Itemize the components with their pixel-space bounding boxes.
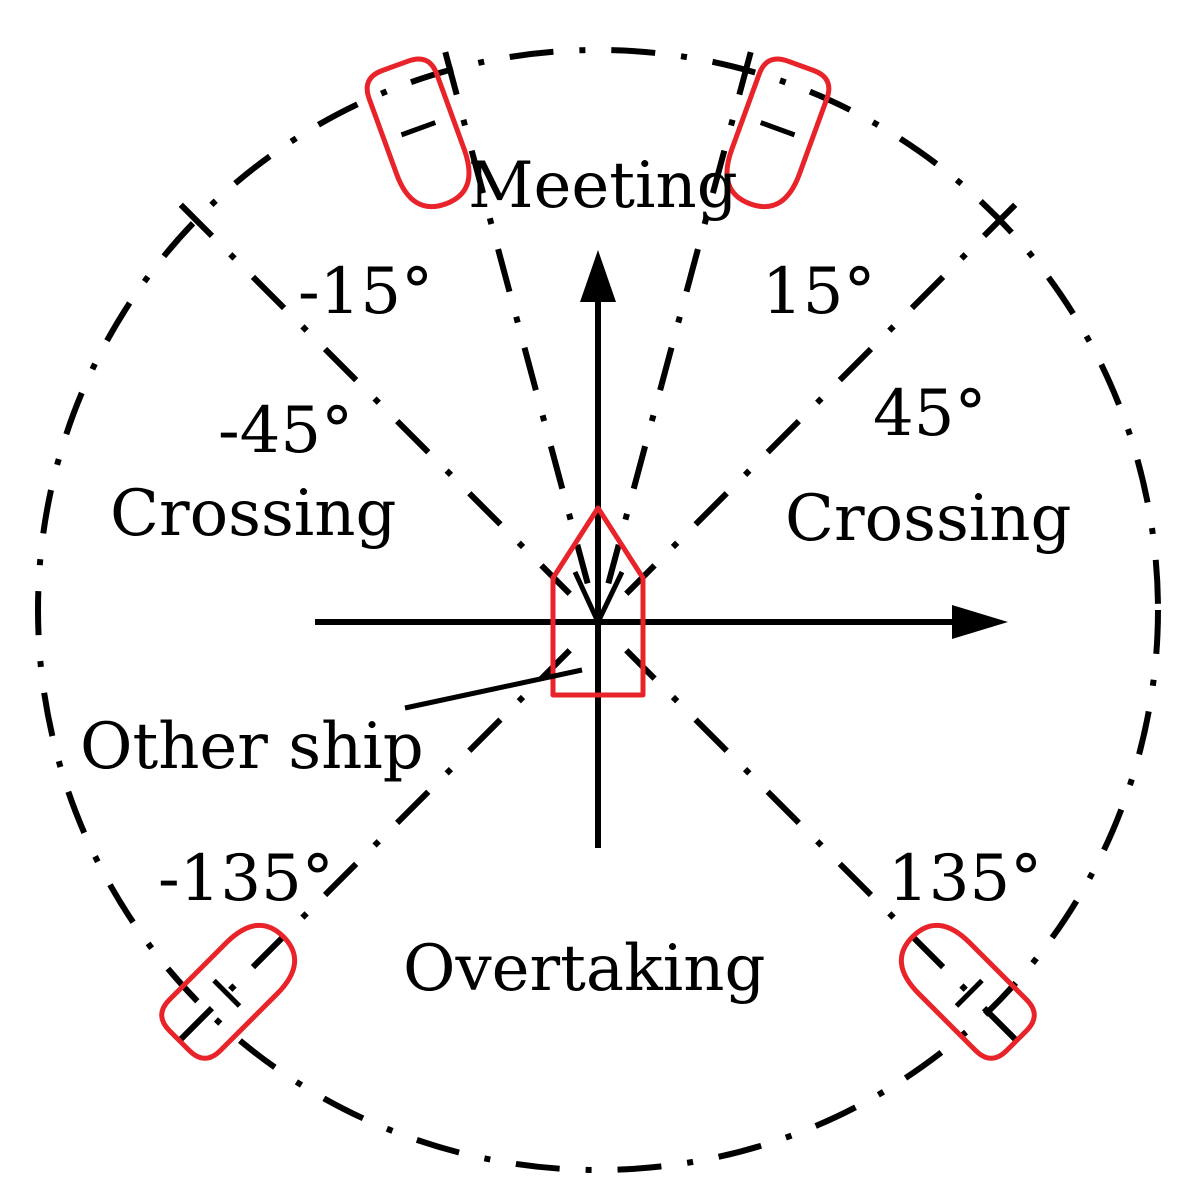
sector-boundary-lines [178,51,1018,1042]
target-ship-hull [898,922,1037,1061]
label-angle-15: 15° [762,255,875,329]
boundary-line-neg135 [178,648,572,1042]
target-ship-20 [724,56,832,210]
target-ship-hull [364,56,472,210]
label-other-ship: Other ship [80,710,424,784]
target-ship-hull [724,56,832,210]
own-ship-hull [550,505,646,698]
own-ship [550,505,646,698]
own-ship-heading-right [595,570,625,624]
boundary-line-neg45 [178,202,572,596]
target-ship-hull [159,922,298,1061]
target-ships [159,56,1037,1061]
boundary-line-15 [605,51,754,585]
boundary-line-neg15 [442,51,591,585]
target-ship-marker [400,120,437,138]
label-crossing-right: Crossing [785,482,1071,556]
target-ship-neg135 [159,922,298,1061]
target-ship-marker [954,978,984,1008]
label-angle-neg45: -45° [218,394,353,468]
coordinate-axes [315,250,1008,848]
other-ship-leader-line [404,667,583,711]
label-angle-neg15: -15° [298,255,433,329]
own-ship-heading-left [572,570,601,624]
target-ship-marker [212,978,242,1008]
target-ship-marker [759,120,796,138]
encounter-range-circle [35,47,1161,1173]
label-crossing-left: Crossing [110,477,396,551]
boundary-line-45 [624,202,1018,596]
label-meeting: Meeting [468,149,738,223]
target-ship-neg20 [364,56,472,210]
y-axis-arrowhead [580,250,616,302]
label-angle-45: 45° [873,377,986,451]
label-angle-neg135: -135° [158,842,334,916]
target-ship-135 [898,922,1037,1061]
label-overtaking: Overtaking [403,932,765,1006]
boundary-line-135 [624,648,1018,1042]
label-angle-135: 135° [888,842,1042,916]
x-axis-arrowhead [952,605,1008,639]
